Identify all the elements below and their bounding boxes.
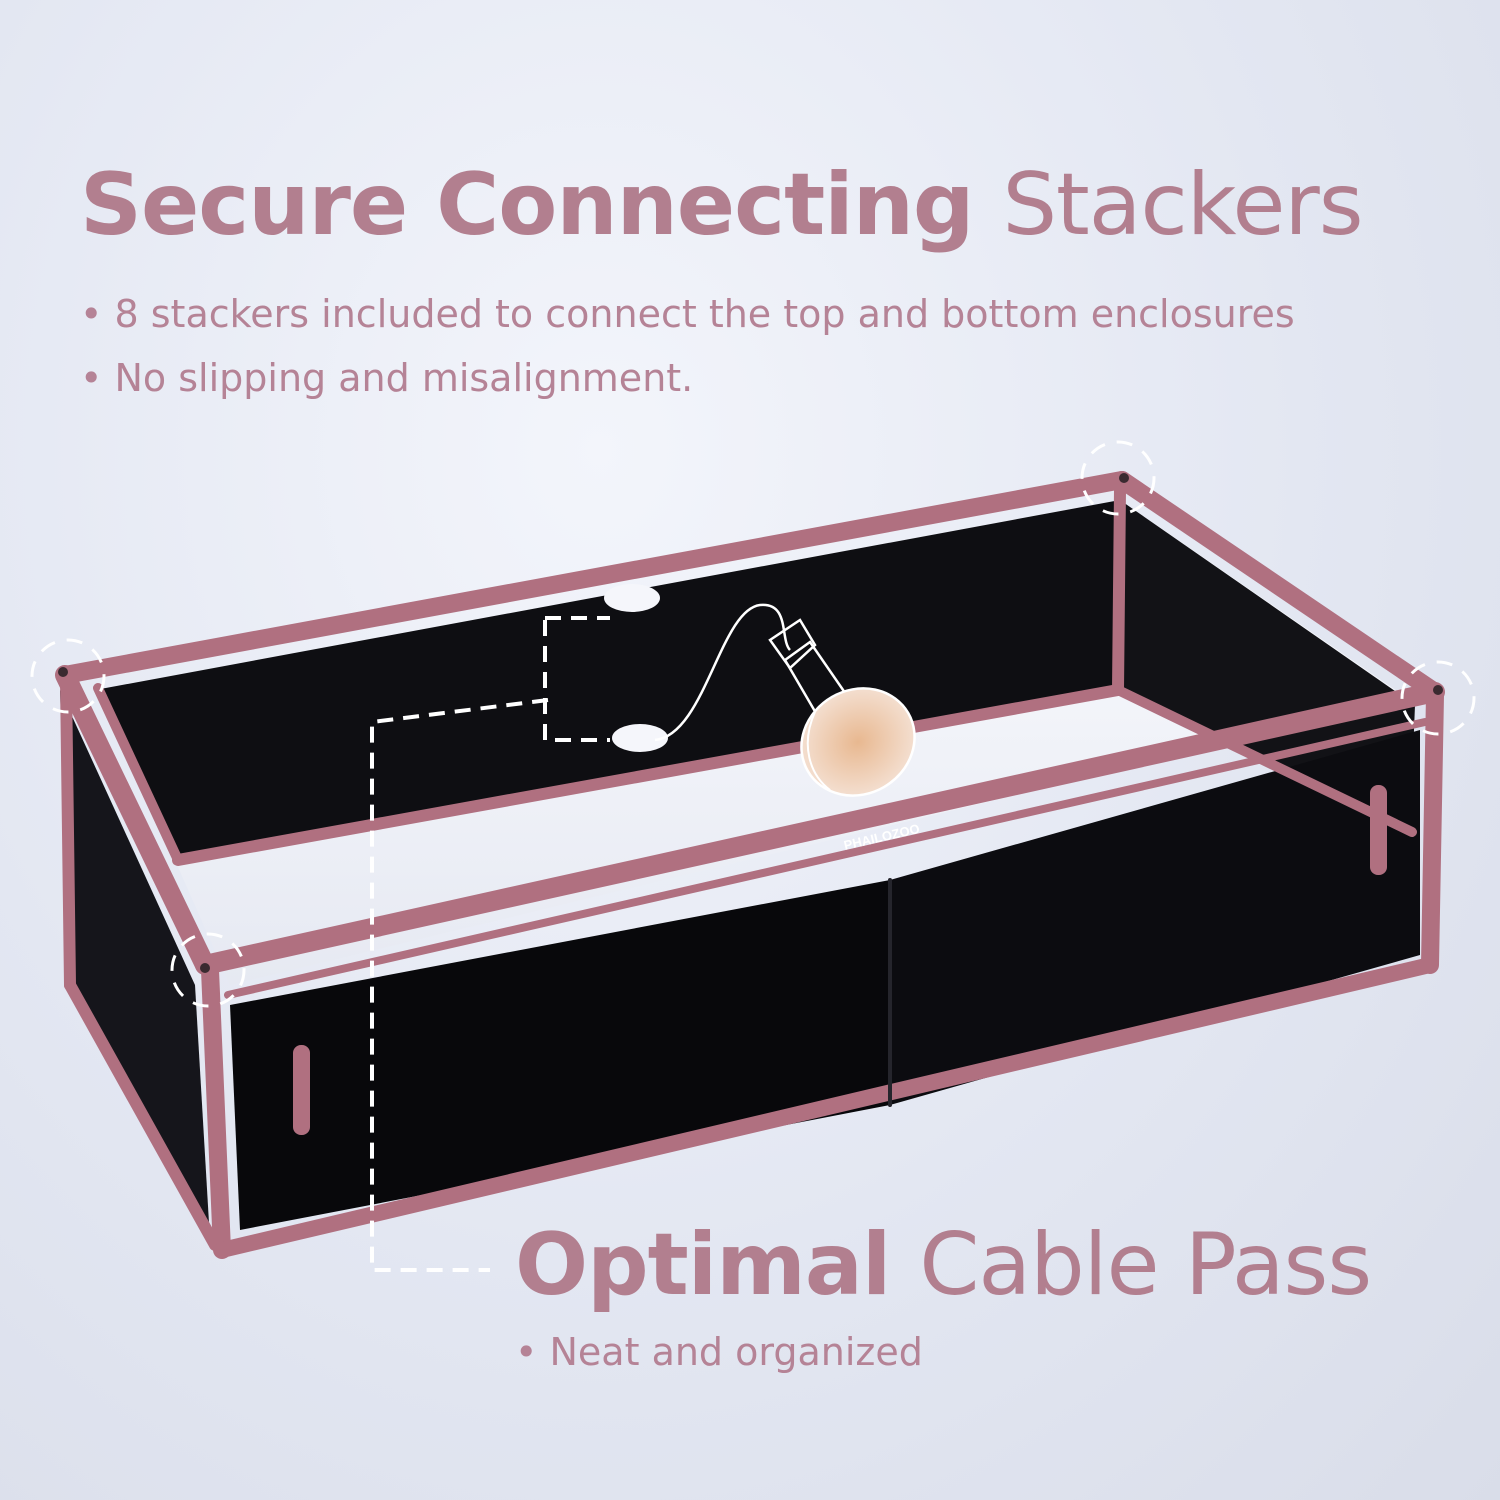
cable-hole-top — [604, 584, 660, 612]
cable-hole-bottom — [612, 724, 668, 752]
headline-light-text: Stackers — [1002, 155, 1363, 255]
door-handle-left — [293, 1045, 310, 1135]
cable-path-icon — [543, 620, 610, 742]
front-door-right — [890, 730, 1420, 1105]
headline2-light-text: Cable Pass — [919, 1215, 1372, 1315]
door-handle-right — [1370, 785, 1387, 875]
cable-feature-bullet: • Neat and organized — [515, 1330, 923, 1374]
cable-path-long — [370, 698, 549, 1272]
cable-pass-headline: Optimal Cable Pass — [515, 1210, 1372, 1320]
feature-bullet: • No slipping and misalignment. — [80, 356, 694, 400]
right-side-panel — [1115, 500, 1415, 830]
heat-lamp-icon — [654, 603, 916, 797]
stacker-feature-list: • 8 stackers included to connect the top… — [80, 282, 1295, 410]
headline-strong-text: Secure Connecting — [80, 155, 974, 255]
enclosure-frame — [55, 471, 1445, 1259]
feature-bullet: • 8 stackers included to connect the top… — [80, 292, 1295, 336]
front-door-left — [230, 880, 890, 1230]
back-panel — [95, 500, 1120, 860]
stacker-pins — [58, 473, 1443, 973]
headline2-strong-text: Optimal — [515, 1215, 891, 1315]
left-side-panel — [60, 690, 210, 1240]
stacker-highlight-icon — [30, 440, 1476, 1008]
secure-stackers-headline: Secure Connecting Stackers — [80, 150, 1364, 260]
